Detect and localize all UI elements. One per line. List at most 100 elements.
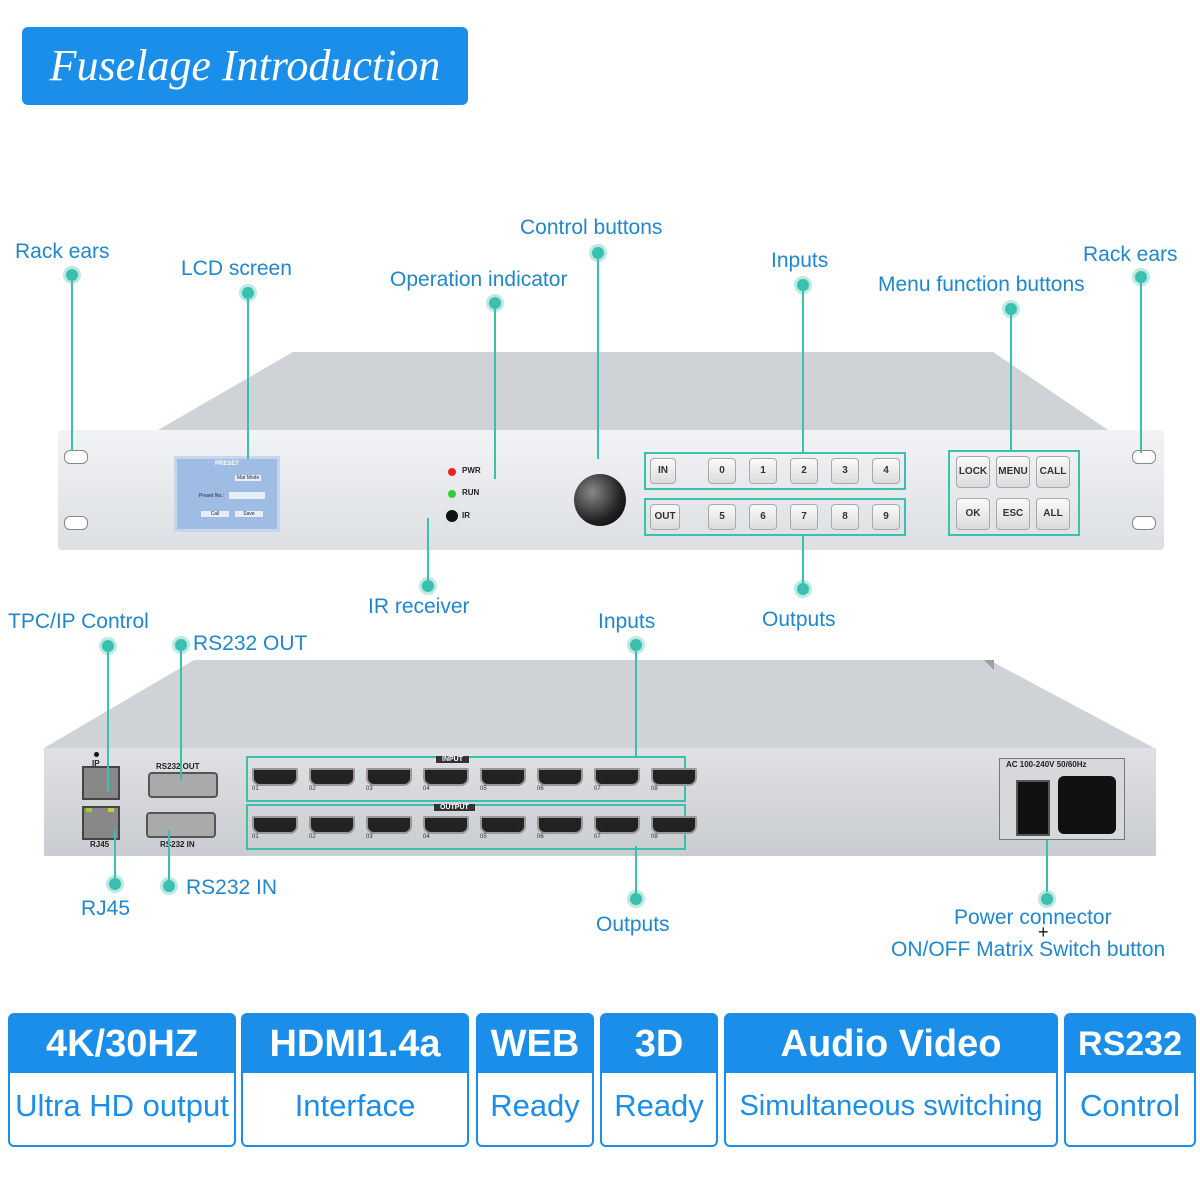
power-switch[interactable] (1016, 780, 1050, 836)
port-number: 05 (480, 786, 487, 792)
input-button-2[interactable]: 2 (790, 458, 818, 484)
page-title: Fuselage Introduction (22, 27, 468, 105)
label-lcd-screen: LCD screen (181, 257, 292, 280)
input-button-1[interactable]: 1 (749, 458, 777, 484)
lock-button[interactable]: LOCK (956, 456, 990, 488)
rack-ear-hole (1132, 450, 1156, 464)
hdmi-input-port[interactable]: 08 (651, 768, 697, 796)
hdmi-output-port[interactable]: 01 (252, 816, 298, 844)
callout-line (1010, 315, 1012, 452)
callout-dot (422, 580, 434, 592)
callout-dot (163, 880, 175, 892)
label-plus: + (1038, 922, 1049, 942)
hdmi-output-port[interactable]: 03 (366, 816, 412, 844)
hdmi-output-ports: 01 02 03 04 05 06 07 08 (252, 816, 697, 844)
input-button-4[interactable]: 4 (872, 458, 900, 484)
label-menu-function-buttons: Menu function buttons (878, 273, 1085, 296)
input-button-0[interactable]: 0 (708, 458, 736, 484)
hdmi-input-port[interactable]: 01 (252, 768, 298, 796)
rj45-label: RJ45 (90, 840, 110, 849)
feature-4k: 4K/30HZ Ultra HD output (8, 1013, 236, 1147)
feature-title: 4K/30HZ (10, 1015, 234, 1073)
port-number: 04 (423, 834, 430, 840)
rack-ear-hole (64, 516, 88, 530)
label-rack-ears-left: Rack ears (15, 240, 110, 263)
lcd-call: Call (201, 511, 229, 517)
feature-subtitle: Simultaneous switching (739, 1090, 1043, 1122)
label-rack-ears-right: Rack ears (1083, 243, 1178, 266)
ip-led (94, 752, 99, 757)
feature-rs232: RS232 Control (1064, 1013, 1196, 1147)
feature-title: RS232 (1066, 1015, 1194, 1073)
callout-line (180, 651, 182, 781)
port-number: 02 (309, 834, 316, 840)
ip-label: IP (92, 759, 100, 768)
hdmi-output-port[interactable]: 05 (480, 816, 526, 844)
call-button[interactable]: CALL (1036, 456, 1070, 488)
port-number: 07 (594, 834, 601, 840)
rs232-out-label: RS232 OUT (156, 762, 200, 771)
port-number: 02 (309, 786, 316, 792)
hdmi-output-port[interactable]: 07 (594, 816, 640, 844)
output-button-6[interactable]: 6 (749, 504, 777, 530)
hdmi-output-port[interactable]: 06 (537, 816, 583, 844)
hdmi-output-port[interactable]: 02 (309, 816, 355, 844)
hdmi-input-port[interactable]: 07 (594, 768, 640, 796)
rs232-out-port[interactable] (148, 772, 218, 798)
ip-port[interactable] (82, 766, 120, 800)
output-button-group (644, 498, 906, 536)
callout-line (107, 652, 109, 792)
input-button-3[interactable]: 3 (831, 458, 859, 484)
hdmi-input-ports: 01 02 03 04 05 06 07 08 (252, 768, 697, 796)
port-number: 08 (651, 834, 658, 840)
hdmi-input-port[interactable]: 05 (480, 768, 526, 796)
feature-3d: 3D Ready (600, 1013, 718, 1147)
callout-line (635, 651, 637, 756)
rack-ear-hole (64, 450, 88, 464)
hdmi-input-port[interactable]: 04 (423, 768, 469, 796)
callout-line (597, 259, 599, 459)
ok-button[interactable]: OK (956, 498, 990, 530)
output-button-8[interactable]: 8 (831, 504, 859, 530)
power-socket[interactable] (1058, 776, 1116, 834)
front-device-top (58, 352, 1164, 552)
callout-line (427, 518, 429, 586)
control-knob[interactable] (574, 474, 626, 526)
pwr-label: PWR (462, 466, 481, 475)
port-number: 01 (252, 786, 259, 792)
hdmi-input-port[interactable]: 03 (366, 768, 412, 796)
callout-dot (175, 639, 187, 651)
rj45-led (86, 808, 92, 812)
hdmi-output-port[interactable]: 04 (423, 816, 469, 844)
port-number: 08 (651, 786, 658, 792)
output-button-7[interactable]: 7 (790, 504, 818, 530)
output-button-5[interactable]: 5 (708, 504, 736, 530)
hdmi-input-port[interactable]: 06 (537, 768, 583, 796)
callout-line (1046, 840, 1048, 892)
feature-subtitle: Ready (614, 1088, 704, 1123)
output-button-9[interactable]: 9 (872, 504, 900, 530)
label-inputs-rear: Inputs (598, 610, 656, 633)
esc-button[interactable]: ESC (996, 498, 1030, 530)
hdmi-input-port[interactable]: 02 (309, 768, 355, 796)
out-button[interactable]: OUT (650, 504, 680, 530)
port-number: 03 (366, 786, 373, 792)
hdmi-output-port[interactable]: 08 (651, 816, 697, 844)
port-number: 03 (366, 834, 373, 840)
label-rs232-in: RS232 IN (186, 876, 278, 899)
feature-web: WEB Ready (476, 1013, 594, 1147)
lcd-save: Save (235, 511, 263, 517)
label-switch-button: ON/OFF Matrix Switch button (891, 938, 1166, 961)
label-outputs-rear: Outputs (596, 913, 670, 936)
menu-button[interactable]: MENU (996, 456, 1030, 488)
feature-subtitle: Interface (294, 1088, 416, 1123)
label-outputs-front: Outputs (762, 608, 836, 631)
run-led (448, 490, 456, 498)
all-button[interactable]: ALL (1036, 498, 1070, 530)
callout-line (635, 846, 637, 894)
feature-title: WEB (478, 1015, 592, 1073)
lcd-preset-field (229, 492, 265, 499)
in-button[interactable]: IN (650, 458, 676, 484)
rear-face (44, 748, 1156, 856)
rs232-in-port[interactable] (146, 812, 216, 838)
